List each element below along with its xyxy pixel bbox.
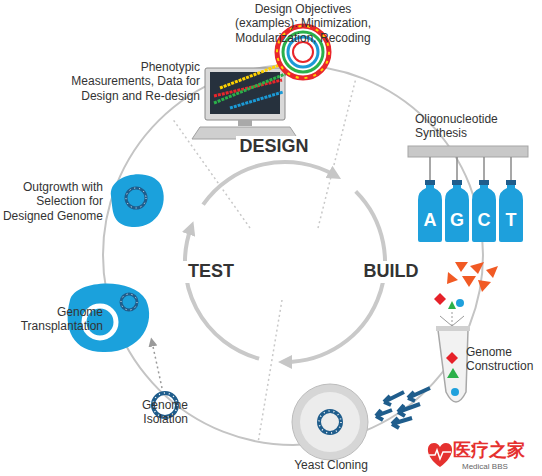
oligo-fragment xyxy=(455,262,468,272)
designed-genome-in-cell xyxy=(126,188,146,208)
step-label: Genome Isolation xyxy=(126,398,188,427)
transfer-arrow xyxy=(376,410,392,420)
genome-marks xyxy=(126,188,146,208)
phase-label: DESIGN xyxy=(236,136,312,158)
oligo-fragment xyxy=(447,272,458,284)
transfer-arrow xyxy=(392,418,412,428)
step-label: Phenotypic Measurements, Data for Design… xyxy=(66,60,200,103)
transfer-dotted-arrow xyxy=(152,342,162,388)
watermark: Medical BBS xyxy=(462,462,540,472)
bottle-cap xyxy=(425,180,435,185)
watermark-pulse xyxy=(429,450,451,459)
reagent-letter: G xyxy=(445,210,469,230)
bottle-cap xyxy=(506,180,516,185)
reagent-letter: C xyxy=(472,210,496,230)
supply-tube xyxy=(510,157,512,181)
reaction-tube xyxy=(438,330,468,402)
supply-tube xyxy=(456,157,458,181)
bottle-cap xyxy=(452,180,462,185)
phase-label: BUILD xyxy=(360,261,422,283)
tube-rim xyxy=(436,326,470,331)
monitor-stand xyxy=(238,120,252,126)
step-label: Yeast Cloning xyxy=(281,458,381,472)
dna-piece xyxy=(434,293,446,305)
reagent-bottle: G xyxy=(445,180,469,242)
genome-marks xyxy=(319,411,341,433)
dna-piece xyxy=(446,352,458,364)
sequence-stream xyxy=(220,64,282,88)
reagent-letter: T xyxy=(499,210,523,230)
reagent-bottle: C xyxy=(472,180,496,242)
reagent-bottle: A xyxy=(418,180,442,242)
step-label: Outgrowth with Selection for Designed Ge… xyxy=(2,180,103,223)
monitor xyxy=(205,68,285,120)
watermark-logo xyxy=(428,443,452,467)
sequence-stream xyxy=(230,92,283,108)
step-label: Oligonucleotide Synthesis xyxy=(415,112,525,141)
bottle-body xyxy=(445,180,469,242)
reagent-bottle: T xyxy=(499,180,523,242)
genome-ring xyxy=(293,42,313,62)
oligo-fragment xyxy=(462,276,476,287)
reagent-letter: A xyxy=(418,210,442,230)
bottle-body xyxy=(418,180,442,242)
oligo-fragment xyxy=(470,262,484,274)
supply-tube xyxy=(483,157,485,181)
funnel xyxy=(452,312,453,326)
sector-divider xyxy=(258,300,282,443)
sector-divider xyxy=(318,78,356,228)
dna-piece xyxy=(447,368,459,378)
cycle-arrow xyxy=(203,162,335,205)
objective-note: Design Objectives (examples): Minimizati… xyxy=(227,2,379,45)
dna-piece xyxy=(451,388,459,396)
step-label: Genome Transplantation xyxy=(9,305,103,334)
bottle-body xyxy=(472,180,496,242)
phase-label: TEST xyxy=(183,261,239,283)
watermark: 医疗之家 xyxy=(453,440,542,462)
cycle-arrow xyxy=(185,228,259,359)
dna-piece xyxy=(448,301,456,309)
synthesizer xyxy=(408,146,528,157)
yeast-plate-inner xyxy=(300,392,360,452)
transfer-arrow xyxy=(408,388,430,401)
step-label: Genome Construction xyxy=(466,345,542,374)
outgrowth-cell xyxy=(111,174,164,227)
transfer-arrow xyxy=(384,392,404,405)
oligo-fragment xyxy=(478,280,491,292)
yeast-plate xyxy=(292,384,368,460)
bottle-cap xyxy=(479,180,489,185)
dna-piece xyxy=(456,299,464,307)
yeast-genome xyxy=(319,411,341,433)
bottle-body xyxy=(499,180,523,242)
designed-genome-in-cell xyxy=(121,294,137,310)
genome-marks xyxy=(121,294,137,310)
oligo-fragment xyxy=(486,266,498,278)
transfer-arrow xyxy=(398,404,420,416)
supply-tube xyxy=(429,157,431,181)
